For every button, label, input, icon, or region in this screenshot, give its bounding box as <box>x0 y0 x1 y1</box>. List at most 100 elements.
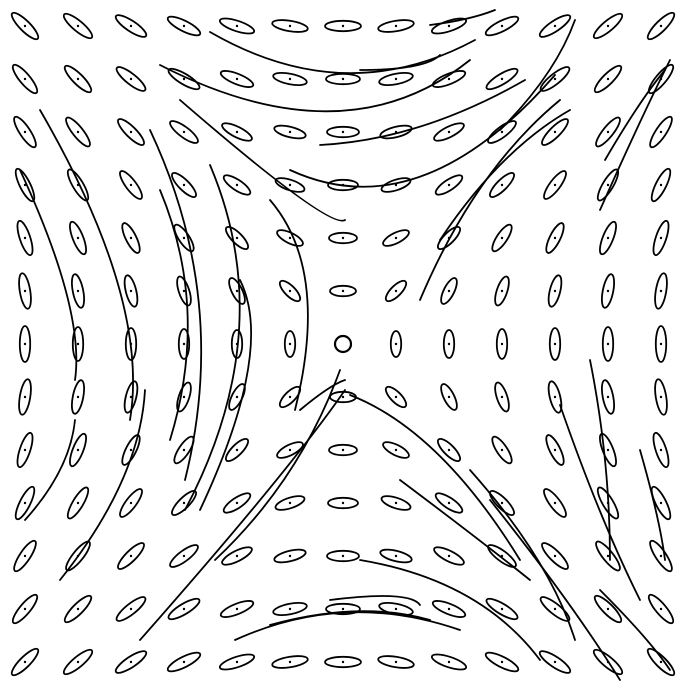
field-glyph <box>548 327 562 361</box>
glyph-center-dot <box>235 660 239 664</box>
glyph-ellipse <box>69 220 87 256</box>
field-glyph <box>69 220 87 256</box>
glyph-center-dot <box>23 501 27 505</box>
field-glyph <box>433 546 465 566</box>
streamline <box>499 19 576 131</box>
glyph-center-dot <box>76 395 80 399</box>
field-glyph <box>487 544 517 568</box>
field-glyph <box>646 647 676 677</box>
glyph-ellipse <box>328 231 358 245</box>
glyph-center-dot <box>129 77 133 81</box>
glyph-center-dot <box>447 554 451 558</box>
field-glyph <box>63 64 93 94</box>
field-glyph <box>117 118 145 146</box>
glyph-center-dot <box>341 554 345 558</box>
field-glyph <box>63 594 93 624</box>
field-glyph <box>324 655 362 669</box>
glyph-center-dot <box>23 607 27 611</box>
field-glyph <box>117 542 145 570</box>
glyph-center-dot <box>129 660 133 664</box>
glyph-ellipse <box>222 492 252 514</box>
glyph-center-dot <box>553 77 557 81</box>
glyph-ellipse <box>117 118 145 146</box>
glyph-center-dot <box>500 660 504 664</box>
glyph-center-dot <box>76 130 80 134</box>
glyph-ellipse <box>13 539 37 573</box>
glyph-ellipse <box>124 327 138 361</box>
glyph-ellipse <box>18 378 32 416</box>
field-glyph <box>652 219 670 257</box>
glyph-ellipse <box>382 229 410 247</box>
field-glyph <box>173 435 195 465</box>
glyph-center-dot <box>288 342 292 346</box>
field-glyph <box>272 601 308 617</box>
glyph-center-dot <box>23 395 27 399</box>
glyph-center-dot <box>394 448 398 452</box>
field-glyph <box>329 284 357 298</box>
field-glyph <box>430 653 468 671</box>
glyph-center-dot <box>235 130 239 134</box>
field-glyph <box>222 174 252 196</box>
glyph-ellipse <box>114 14 148 38</box>
glyph-ellipse <box>541 542 569 570</box>
glyph-ellipse <box>487 120 517 144</box>
field-glyph <box>14 485 36 521</box>
glyph-ellipse <box>647 63 675 95</box>
glyph-center-dot <box>553 130 557 134</box>
glyph-ellipse <box>173 223 195 253</box>
glyph-center-dot <box>447 395 451 399</box>
glyph-ellipse <box>487 544 517 568</box>
glyph-center-dot <box>606 289 610 293</box>
field-glyph <box>436 225 462 251</box>
field-glyph <box>379 124 413 140</box>
glyph-ellipse <box>272 601 308 617</box>
field-glyph <box>431 70 467 88</box>
field-glyph <box>440 277 458 305</box>
glyph-ellipse <box>176 275 192 307</box>
field-glyph <box>278 279 302 303</box>
field-glyph <box>647 593 675 625</box>
glyph-ellipse <box>71 326 85 362</box>
streamline <box>349 394 521 561</box>
field-glyph <box>325 72 361 86</box>
glyph-ellipse <box>495 328 509 360</box>
field-glyph <box>378 601 414 617</box>
field-glyph <box>71 326 85 362</box>
glyph-ellipse <box>274 177 306 193</box>
glyph-ellipse <box>326 549 360 563</box>
glyph-ellipse <box>489 172 515 198</box>
field-glyph <box>69 432 87 468</box>
glyph-center-dot <box>76 554 80 558</box>
field-glyph <box>167 67 201 91</box>
glyph-ellipse <box>654 325 668 363</box>
glyph-ellipse <box>274 495 306 511</box>
glyph-center-dot <box>182 501 186 505</box>
field-glyph <box>541 118 569 146</box>
glyph-ellipse <box>596 486 620 520</box>
glyph-center-dot <box>235 342 239 346</box>
glyph-center-dot <box>288 77 292 81</box>
glyph-center-dot <box>235 289 239 293</box>
field-glyph <box>219 600 255 618</box>
streamline <box>599 59 671 211</box>
field-glyph <box>119 488 143 518</box>
glyph-ellipse <box>18 325 32 363</box>
field-glyph <box>273 548 307 564</box>
glyph-center-dot <box>394 24 398 28</box>
glyph-center-dot <box>182 554 186 558</box>
field-glyph <box>11 63 39 95</box>
glyph-ellipse <box>436 437 462 463</box>
glyph-ellipse <box>218 653 256 671</box>
glyph-ellipse <box>166 651 202 673</box>
glyph-center-dot <box>235 554 239 558</box>
glyph-center-dot <box>606 448 610 452</box>
field-glyph <box>431 600 467 618</box>
field-glyph <box>271 19 309 33</box>
glyph-ellipse <box>596 168 620 202</box>
field-glyph <box>384 385 408 409</box>
field-glyph <box>382 441 410 459</box>
field-glyph <box>652 431 670 469</box>
field-glyph <box>66 168 90 202</box>
glyph-center-dot <box>23 554 27 558</box>
field-glyph <box>276 229 304 247</box>
